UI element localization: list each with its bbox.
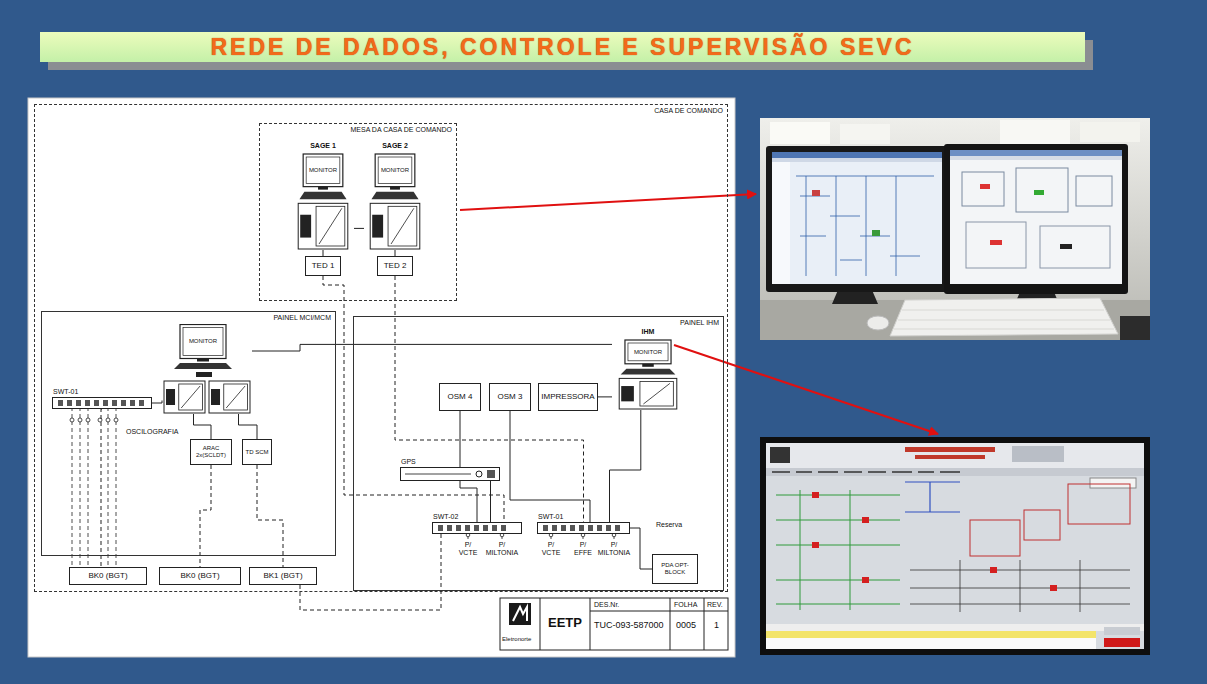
- device-box: PDA OPT-BLOCK: [652, 554, 698, 584]
- network-link: [323, 276, 504, 522]
- port-label: P/ VCTE: [542, 541, 561, 556]
- computer-workstation: SAGE 1 MONITOR: [292, 142, 354, 250]
- computer-icon: [162, 324, 252, 414]
- node-label: SWT-01: [53, 388, 78, 396]
- device-box: OSM 4: [439, 383, 481, 411]
- title-block-heading: DES.Nr.: [594, 601, 619, 609]
- node-label: BK0 (BGT): [88, 572, 127, 581]
- device-box: TED 2: [377, 256, 413, 276]
- node-label: TD SCM: [246, 449, 269, 456]
- device-box: TED 1: [305, 256, 341, 276]
- network-link: [101, 409, 102, 567]
- computer-workstation: IHM MONITOR: [612, 328, 684, 410]
- network-link: [252, 344, 612, 351]
- photo-hmi-screen: [760, 437, 1150, 655]
- oscillography-lines: [70, 407, 118, 566]
- node-label: OSM 4: [448, 393, 473, 402]
- note-text: OSCILOGRAFIA: [126, 428, 179, 436]
- network-link: [598, 396, 612, 397]
- title-text: REDE DE DADOS, CONTROLE E SUPERVISÃO SEV…: [210, 34, 914, 61]
- sheet-number: 0005: [676, 621, 696, 631]
- project-code: EETP: [548, 616, 582, 630]
- device-box: ARAC 2x(SCLDT): [190, 439, 232, 465]
- device-box: OSM 3: [489, 383, 531, 411]
- network-link: [194, 414, 212, 439]
- device-box: IMPRESSORA: [538, 383, 598, 411]
- computer-icon: [364, 142, 426, 250]
- port-label: P/ EFFE: [574, 541, 592, 556]
- network-link: [630, 528, 652, 569]
- switch-ports: [53, 398, 151, 408]
- drawing-sheet: [28, 98, 735, 657]
- network-link: [257, 465, 283, 567]
- network-link: [490, 481, 492, 522]
- company-name: Eletronorte: [502, 636, 531, 643]
- computer-workstation: SAGE 2 MONITOR: [364, 142, 426, 250]
- panel-region: PAINEL MCI/MCM SWT-01 MONITOR ARAC 2x(SCLDT…: [41, 311, 336, 556]
- node-label: SAGE 2: [364, 142, 426, 150]
- panel-region: CASA DE COMANDO MESA DA CASA DE COMANDO SA…: [34, 104, 728, 592]
- node-label: BK0 (BGT): [180, 572, 219, 581]
- title-banner: REDE DE DADOS, CONTROLE E SUPERVISÃO SEV…: [40, 32, 1085, 62]
- device-box: TD SCM: [242, 439, 272, 465]
- node-label: TED 2: [384, 262, 407, 271]
- red-callout-arrows: [460, 194, 938, 434]
- node-label: SWT-01: [538, 513, 563, 521]
- device-box: BK1 (BGT): [249, 567, 317, 585]
- port-label: P/ MILTONIA: [598, 541, 630, 556]
- title-block: [500, 598, 728, 650]
- revision-number: 1: [714, 621, 719, 631]
- computer-icon: [612, 328, 684, 410]
- node-label: MONITOR: [628, 343, 668, 361]
- node-label: IMPRESSORA: [541, 393, 594, 402]
- network-switch: SWT-01: [52, 397, 152, 409]
- node-label: CASA DE COMANDO: [654, 107, 723, 115]
- network-switch: SWT-02: [432, 522, 522, 534]
- network-switch: SWT-01: [537, 522, 630, 534]
- device-box: BK0 (BGT): [69, 567, 147, 585]
- network-link: [354, 228, 364, 229]
- title-block-heading: FOLHA: [674, 601, 697, 609]
- photo-control-desk: [760, 118, 1150, 340]
- node-label: PAINEL MCI/MCM: [273, 314, 331, 322]
- gps-receiver: GPS: [400, 467, 500, 481]
- node-label: GPS: [401, 458, 416, 466]
- network-link: [200, 465, 211, 567]
- node-label: IHM: [612, 328, 684, 336]
- switch-ports: [401, 468, 499, 480]
- node-label: ARAC 2x(SCLDT): [193, 445, 229, 458]
- node-label: MESA DA CASA DE COMANDO: [350, 126, 452, 134]
- port-label: P/ VCTE: [459, 541, 478, 556]
- switch-ports: [433, 523, 521, 533]
- node-label: BK1 (BGT): [263, 572, 302, 581]
- port-label: Reserva: [656, 521, 682, 529]
- port-label: P/ MILTONIA: [486, 541, 518, 556]
- panel-region: MESA DA CASA DE COMANDOSAGE 1MONITORSAGE…: [259, 123, 457, 301]
- node-label: MONITOR: [183, 328, 223, 356]
- node-label: SAGE 1: [292, 142, 354, 150]
- switch-ports: [538, 523, 629, 533]
- node-label: TED 1: [312, 262, 335, 271]
- node-label: PAINEL IHM: [680, 319, 719, 327]
- title-block-heading: REV.: [707, 601, 723, 609]
- node-label: MONITOR: [378, 157, 412, 184]
- computer-workstation: MONITOR: [162, 324, 252, 414]
- panel-region: PAINEL IHMIHM MONITOR OSM 4 OSM 3 IMPRESSORA…: [353, 316, 724, 591]
- node-label: SWT-02: [433, 513, 458, 521]
- node-label: OSM 3: [498, 393, 523, 402]
- drawing-number: TUC-093-587000: [594, 621, 664, 631]
- node-label: MONITOR: [306, 157, 340, 184]
- network-link: [300, 534, 441, 610]
- network-link: [152, 401, 162, 404]
- network-link: [610, 410, 641, 522]
- node-label: PDA OPT-BLOCK: [655, 562, 695, 575]
- network-link: [239, 414, 258, 439]
- computer-icon: [292, 142, 354, 250]
- network-link: [510, 411, 590, 522]
- company-logo: [509, 603, 531, 625]
- device-box: BK0 (BGT): [159, 567, 241, 585]
